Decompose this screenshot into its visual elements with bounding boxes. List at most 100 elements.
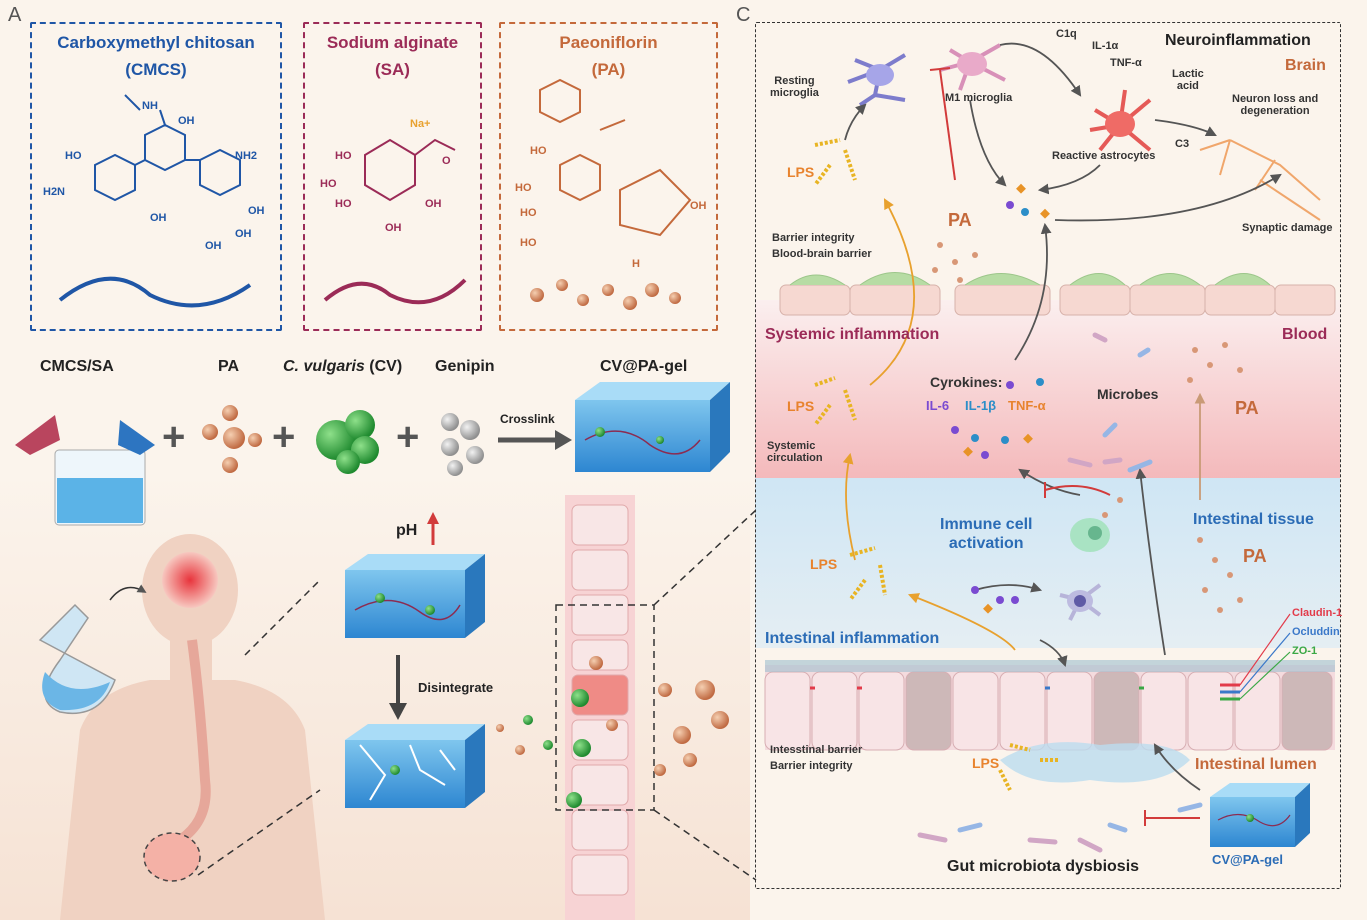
tight-junction-markers bbox=[810, 683, 1240, 701]
lactic-acid-label: Lactic acid bbox=[1172, 68, 1204, 92]
cmcs-chem-label: OH bbox=[178, 115, 195, 127]
crosslink-label: Crosslink bbox=[500, 412, 555, 426]
cmcs-chem-label: NH bbox=[142, 100, 158, 112]
bbb-label: Blood-brain barrier bbox=[772, 248, 872, 260]
lps-label-1: LPS bbox=[787, 164, 815, 180]
pa-chem-label: HO bbox=[530, 145, 547, 157]
panel-label-a: A bbox=[8, 4, 22, 26]
lps-clusters bbox=[813, 138, 1060, 791]
pa-label-1: PA bbox=[948, 210, 972, 230]
cmcs-chem-label: HO bbox=[65, 150, 82, 162]
lumen-puddle bbox=[1000, 742, 1190, 783]
reactive-astrocytes-label: Reactive astrocytes bbox=[1052, 150, 1156, 162]
brain-icon bbox=[162, 552, 218, 608]
panel-c-box bbox=[755, 22, 1341, 889]
systemic-inflammation-label: Systemic inflammation bbox=[765, 326, 940, 343]
cv-gel-label: CV@PA-gel bbox=[1212, 852, 1283, 867]
pa-abbr: (PA) bbox=[591, 60, 626, 79]
resting-microglia-icon bbox=[847, 53, 907, 107]
disintegrate-label: Disintegrate bbox=[418, 680, 494, 695]
brain-label: Brain bbox=[1285, 57, 1326, 74]
cmcs-abbr: (CMCS) bbox=[125, 60, 187, 79]
pa-structure bbox=[539, 78, 692, 237]
panel-label-c: C bbox=[736, 4, 751, 26]
lps-label-2: LPS bbox=[787, 398, 815, 414]
intestinal-tissue-label: Intestinal tissue bbox=[1193, 511, 1314, 528]
c1q-label: C1q bbox=[1056, 28, 1077, 40]
plus-sign: + bbox=[272, 415, 296, 459]
ocludin-label: Ocluddin bbox=[1292, 626, 1340, 638]
cytokines-label: Cyrokines: bbox=[930, 374, 1003, 390]
zo1-label: ZO-1 bbox=[1292, 645, 1318, 657]
ph-label: pH bbox=[396, 522, 418, 539]
sa-chem-label: OH bbox=[385, 222, 402, 234]
lps-label-3: LPS bbox=[810, 556, 838, 572]
genipin-icon bbox=[441, 413, 484, 476]
microbes bbox=[917, 332, 1203, 853]
sa-chem-label: HO bbox=[335, 198, 352, 210]
plus-sign: + bbox=[396, 415, 420, 459]
pa-label-3: PA bbox=[1243, 546, 1267, 566]
neuron-loss-label: Neuron loss and degeneration bbox=[1232, 93, 1319, 117]
intestinal-epithelium bbox=[764, 660, 1335, 751]
cmcs-chem-label: NH2 bbox=[235, 150, 258, 162]
beaker-icon bbox=[54, 449, 146, 526]
sa-chem-label: HO bbox=[320, 178, 337, 190]
intestinal-tissue-band bbox=[755, 478, 1340, 648]
neuron-icon bbox=[1199, 139, 1321, 221]
sa-chem-label: HO bbox=[335, 150, 352, 162]
cv-label: C. vulgaris (CV) bbox=[283, 358, 403, 375]
pa-balls-row bbox=[530, 279, 681, 310]
sa-box: Sodium alginate (SA) bbox=[303, 22, 482, 331]
systemic-circulation-label: Systemic circulation bbox=[767, 440, 823, 464]
tnfa-top-label: TNF-α bbox=[1110, 57, 1142, 69]
tnfa-label: TNF-α bbox=[1008, 398, 1046, 413]
intestinal-villi-column bbox=[565, 495, 635, 920]
sa-chem-label: O bbox=[442, 155, 451, 167]
released-particles bbox=[496, 656, 729, 808]
intestinal-barrier-label: Intesstinal barrier bbox=[770, 744, 863, 756]
cmcs-chem-label: OH bbox=[235, 228, 252, 240]
microbes-label: Microbes bbox=[1097, 386, 1159, 402]
cmcs-dropper-icon bbox=[15, 415, 60, 455]
pa-chem-label: OH bbox=[690, 200, 707, 212]
blood-label: Blood bbox=[1282, 326, 1328, 343]
gut-dysbiosis-label: Gut microbiota dysbiosis bbox=[947, 858, 1140, 875]
il6-label: IL-6 bbox=[926, 398, 950, 413]
cmcs-sa-label: CMCS/SA bbox=[40, 358, 114, 375]
cmcs-structure bbox=[58, 94, 252, 308]
gel-cube-panel-c bbox=[1210, 783, 1310, 847]
claudin-label: Claudin-1 bbox=[1292, 607, 1343, 619]
barrier-integrity-gut-label: Barrier integrity bbox=[770, 760, 853, 772]
pa-label: PA bbox=[218, 358, 240, 375]
cmcs-chem-label: OH bbox=[248, 205, 265, 217]
c3-label: C3 bbox=[1175, 138, 1190, 150]
gut-zoom-circle bbox=[143, 832, 201, 882]
pa-chem-label: H bbox=[632, 258, 640, 270]
neuroinflammation-label: Neuroinflammation bbox=[1165, 32, 1311, 49]
resting-microglia-label: Resting microglia bbox=[770, 75, 819, 99]
reactive-astrocyte-icon bbox=[1089, 89, 1152, 152]
pa-title: Paeoniflorin bbox=[559, 33, 658, 52]
pa-box: Paeoniflorin (PA) bbox=[499, 22, 718, 331]
synaptic-damage-label: Synaptic damage bbox=[1242, 222, 1333, 234]
flask-icon bbox=[38, 603, 116, 714]
villi-zoom-box bbox=[555, 604, 655, 811]
plus-sign: + bbox=[162, 415, 186, 459]
pa-dots-c bbox=[932, 242, 1243, 613]
intestinal-lumen-label: Intestinal lumen bbox=[1195, 756, 1317, 773]
il1b-label: IL-1β bbox=[965, 398, 997, 413]
intestinal-inflammation-label: Intestinal inflammation bbox=[765, 630, 940, 647]
pa-label-2: PA bbox=[1235, 398, 1259, 418]
macrophage-icon bbox=[1070, 518, 1110, 552]
sa-title: Sodium alginate bbox=[326, 33, 459, 52]
gel-cube-product bbox=[575, 382, 730, 472]
cmcs-title: Carboxymethyl chitosan bbox=[57, 33, 255, 52]
m1-microglia-label: M1 microglia bbox=[945, 92, 1013, 104]
immune-activation-label: Immune cell activation bbox=[940, 516, 1033, 552]
il1a-label: IL-1α bbox=[1092, 40, 1119, 52]
sa-dropper-icon bbox=[118, 420, 155, 455]
lps-label-4: LPS bbox=[972, 755, 1000, 771]
pa-balls-icon bbox=[202, 405, 262, 473]
